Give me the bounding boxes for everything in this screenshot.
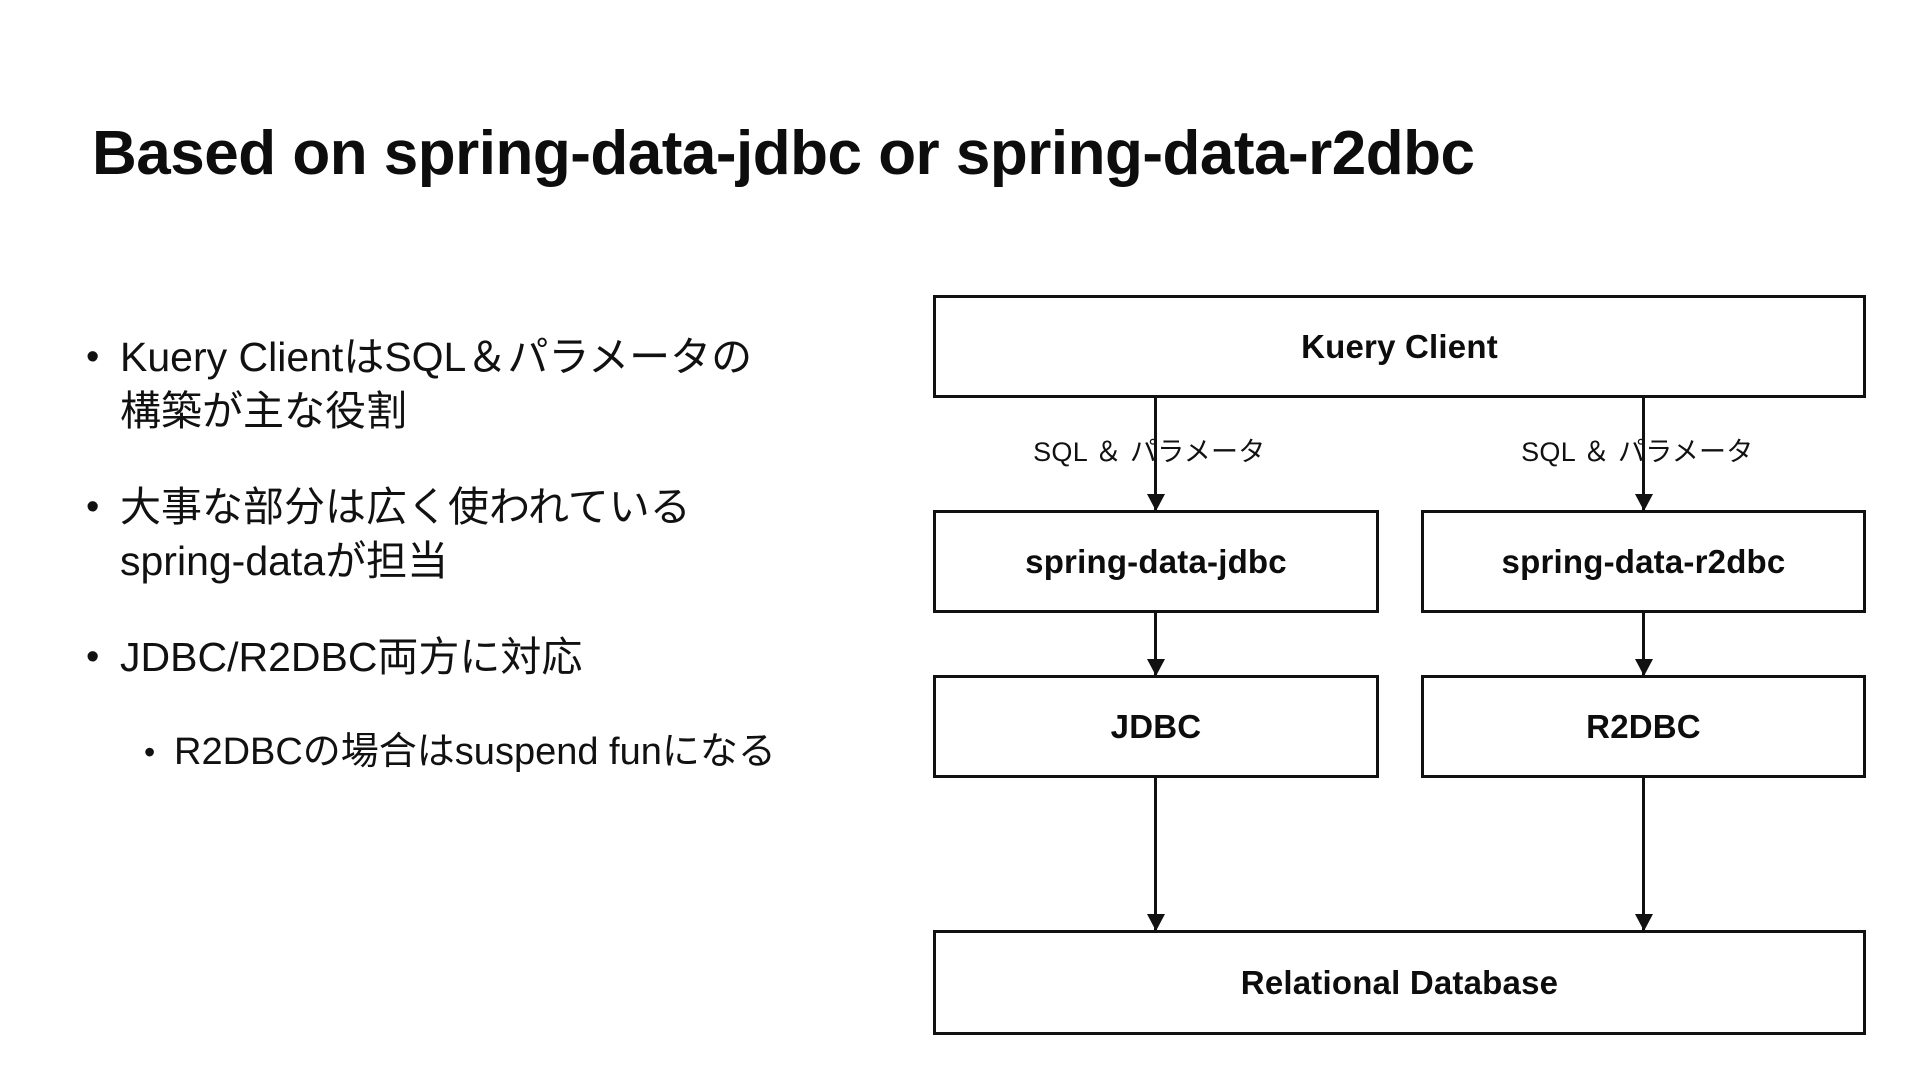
diagram-box-relational-database: Relational Database bbox=[933, 930, 1866, 1035]
arrow-springjdbc-to-jdbc bbox=[1154, 613, 1157, 675]
list-item-line: spring-dataが担当 bbox=[120, 538, 449, 585]
bullet-marker-icon: • bbox=[86, 636, 100, 679]
diagram-box-spring-data-r2dbc: spring-data-r2dbc bbox=[1421, 510, 1866, 613]
arrow-jdbc-to-database bbox=[1154, 778, 1157, 930]
list-item-text: JDBC/R2DBC両方に対応 bbox=[120, 630, 876, 684]
list-item: • 大事な部分は広く使われている spring-dataが担当 bbox=[86, 480, 876, 588]
arrow-label-left: SQL ＆ パラメータ bbox=[1033, 437, 1266, 467]
arrow-label-right: SQL ＆ パラメータ bbox=[1521, 437, 1754, 467]
list-item-text: 大事な部分は広く使われている spring-dataが担当 bbox=[120, 480, 876, 588]
arrow-client-to-jdbc bbox=[1154, 398, 1157, 510]
list-item-line: JDBC/R2DBC両方に対応 bbox=[120, 634, 583, 681]
bullet-marker-icon: • bbox=[144, 733, 156, 770]
arrow-springr2dbc-to-r2dbc bbox=[1642, 613, 1645, 675]
bullet-list: • Kuery ClientはSQL＆パラメータの 構築が主な役割 • 大事な部… bbox=[86, 330, 876, 819]
diagram-box-jdbc: JDBC bbox=[933, 675, 1379, 778]
arrow-r2dbc-to-database bbox=[1642, 778, 1645, 930]
list-item: • JDBC/R2DBC両方に対応 bbox=[86, 630, 876, 684]
list-item-line: R2DBCの場合はsuspend funになる bbox=[174, 730, 776, 773]
list-item-sub: • R2DBCの場合はsuspend funになる bbox=[144, 727, 876, 777]
list-item-text: Kuery ClientはSQL＆パラメータの 構築が主な役割 bbox=[120, 330, 876, 438]
list-item-text: R2DBCの場合はsuspend funになる bbox=[174, 727, 876, 777]
list-item: • Kuery ClientはSQL＆パラメータの 構築が主な役割 bbox=[86, 330, 876, 438]
page-title: Based on spring-data-jdbc or spring-data… bbox=[92, 118, 1475, 188]
bullet-marker-icon: • bbox=[86, 336, 100, 378]
list-item-line: 大事な部分は広く使われている bbox=[120, 484, 691, 531]
diagram-box-r2dbc: R2DBC bbox=[1421, 675, 1866, 778]
diagram-box-spring-data-jdbc: spring-data-jdbc bbox=[933, 510, 1379, 613]
bullet-marker-icon: • bbox=[86, 486, 100, 529]
list-item-line: Kuery ClientはSQL＆パラメータの bbox=[120, 334, 753, 380]
diagram-box-kuery-client: Kuery Client bbox=[933, 295, 1866, 398]
list-item-line: 構築が主な役割 bbox=[120, 388, 407, 435]
architecture-diagram: Kuery Client SQL ＆ パラメータ SQL ＆ パラメータ spr… bbox=[933, 295, 1866, 1037]
arrow-client-to-r2dbc bbox=[1642, 398, 1645, 510]
